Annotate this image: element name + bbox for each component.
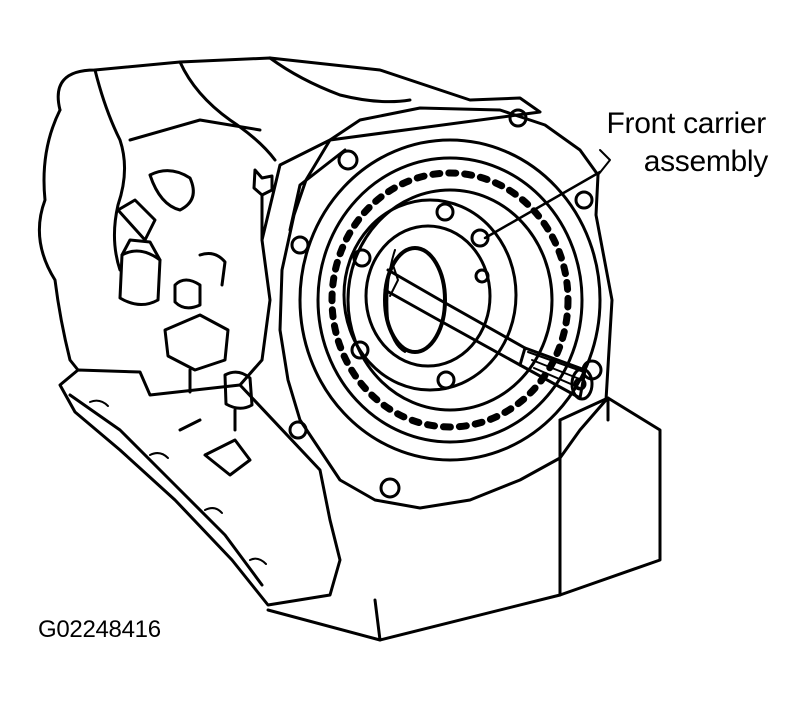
oil-pan <box>58 368 342 607</box>
input-shaft <box>383 261 594 401</box>
clutch-ring <box>298 138 602 462</box>
bell-housing <box>278 106 614 510</box>
front-carrier-assembly <box>342 198 518 392</box>
callout-label-line2: assembly <box>643 145 769 178</box>
callout-leader-line <box>483 170 602 240</box>
figure-code: G02248416 <box>38 616 161 643</box>
callout-label-line1: Front carrier <box>606 107 767 140</box>
support-block <box>266 396 662 642</box>
transmission-case <box>37 56 542 477</box>
